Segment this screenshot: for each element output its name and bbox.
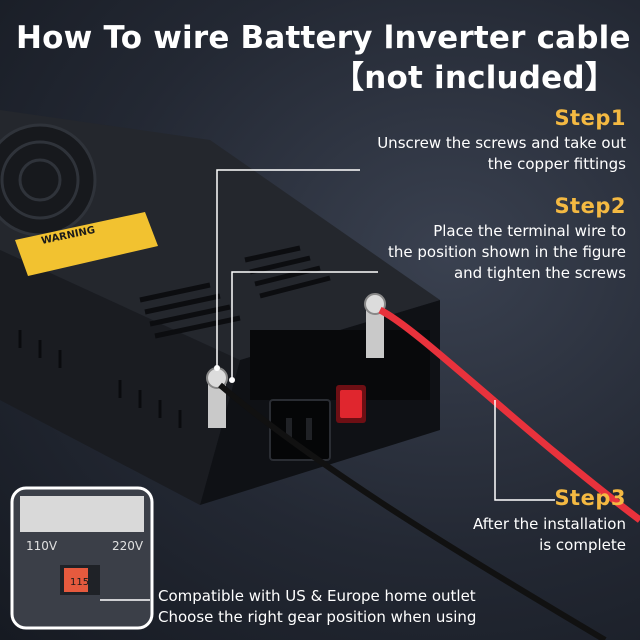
leader-lines bbox=[100, 169, 555, 601]
black-wire bbox=[218, 382, 607, 640]
screw-terminal-right bbox=[364, 293, 386, 358]
power-supply-side bbox=[0, 250, 240, 505]
step2-label: Step2 bbox=[554, 194, 626, 218]
red-wire bbox=[378, 306, 640, 523]
socket-pin bbox=[306, 418, 312, 440]
socket-pin bbox=[286, 418, 292, 440]
voltage-selector-inset: 110V 220V 115 bbox=[10, 486, 154, 630]
fan-grille bbox=[0, 123, 97, 237]
note-line: Choose the right gear position when usin… bbox=[158, 608, 477, 626]
step1-line: Unscrew the screws and take out bbox=[377, 134, 626, 152]
step2-line: Place the terminal wire to bbox=[433, 222, 626, 240]
step3-text: After the installation is complete bbox=[473, 514, 626, 556]
step2-line: the position shown in the figure bbox=[388, 243, 626, 261]
step1-label: Step1 bbox=[554, 106, 626, 130]
step3-label: Step3 bbox=[554, 486, 626, 510]
step3-line: After the installation bbox=[473, 515, 626, 533]
title-line-1: How To wire Battery lnverter cable bbox=[16, 20, 631, 56]
power-switch bbox=[336, 385, 366, 423]
vent-slots bbox=[139, 245, 331, 339]
svg-text:220V: 220V bbox=[112, 539, 144, 553]
page-title: How To wire Battery lnverter cable 【not … bbox=[16, 18, 631, 98]
leader-dot bbox=[229, 377, 235, 383]
step2-line: and tighten the screws bbox=[453, 264, 626, 282]
note-line: Compatible with US & Europe home outlet bbox=[158, 587, 476, 605]
svg-text:110V: 110V bbox=[26, 539, 58, 553]
step2-text: Place the terminal wire to the position … bbox=[388, 221, 626, 284]
step1-line: the copper fittings bbox=[487, 155, 626, 173]
svg-text:115: 115 bbox=[70, 577, 89, 588]
step1-text: Unscrew the screws and take out the copp… bbox=[377, 133, 626, 175]
screw-terminal-left bbox=[206, 367, 228, 428]
leader-dot bbox=[214, 365, 220, 371]
power-supply-top bbox=[0, 110, 440, 360]
step3-line: is complete bbox=[539, 536, 626, 554]
title-line-2: 【not included】 bbox=[333, 60, 616, 96]
ac-socket bbox=[269, 399, 331, 461]
side-vents bbox=[18, 330, 182, 428]
voltage-note: Compatible with US & Europe home outlet … bbox=[158, 586, 476, 628]
